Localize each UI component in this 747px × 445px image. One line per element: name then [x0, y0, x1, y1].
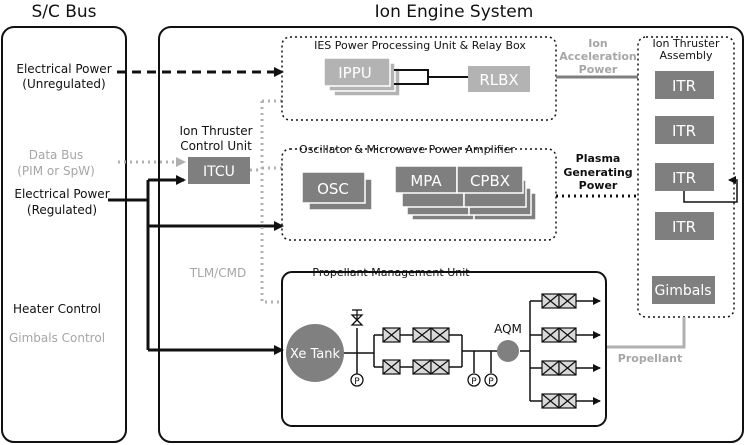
thruster-assembly-title-2: Assembly [659, 49, 713, 62]
xe-tank [286, 324, 344, 382]
mpa-label: MPA [410, 172, 442, 190]
power-unregulated-label-2: (Unregulated) [22, 77, 105, 91]
power-regulated-label: Electrical Power [14, 187, 109, 201]
pressure-sensor-1 [350, 373, 364, 387]
pmu-piping [344, 300, 542, 402]
propellant-line [606, 317, 686, 349]
itr-3-feedback-arrow [683, 176, 738, 203]
itcu-box-label: ITCU [203, 164, 235, 180]
sc-bus-container [1, 26, 127, 443]
pressure-sensor-3 [484, 373, 498, 387]
itr-3-label: ITR [672, 169, 696, 187]
power-unregulated-label: Electrical Power [16, 62, 111, 76]
osc-box [301, 171, 366, 204]
ion-accel-label-2: Acceleration [559, 50, 637, 63]
gimbals-control-label: Gimbals Control [9, 331, 105, 345]
oscillator-title: Oscillator & Microwave Power Amplifier [299, 143, 515, 156]
pmu-title: Propellant Management Unit [312, 266, 470, 279]
rlbx-label: RLBX [479, 71, 518, 89]
xe-tank-label: Xe Tank [290, 347, 340, 362]
itcu-label: Ion Thruster [179, 124, 252, 138]
heater-control-label: Heater Control [13, 302, 101, 316]
itr-1-box [655, 71, 714, 99]
ion-engine-container [158, 26, 744, 443]
itr-4-box [655, 212, 714, 240]
sc-bus-title: S/C Bus [31, 2, 96, 22]
cpbx-box [456, 165, 524, 194]
power-regulated-label-2: (Regulated) [27, 203, 97, 217]
propellant-label: Propellant [618, 352, 682, 365]
valve-blocks [382, 293, 577, 409]
pressure-sensor-2 [467, 373, 481, 387]
itr-2-box [655, 116, 714, 144]
plasma-label-3: Power [579, 179, 618, 192]
ies-ppu-title: IES Power Processing Unit & Relay Box [314, 39, 526, 52]
itr-4-label: ITR [672, 218, 696, 236]
pmu-box [281, 271, 607, 427]
pressure-sensor-2-label: P [471, 377, 477, 387]
itcu-box [188, 157, 250, 184]
ippu-box [323, 57, 391, 87]
ippu-label: IPPU [338, 64, 372, 82]
osc-label: OSC [317, 180, 349, 198]
mpa-box [394, 165, 458, 194]
itr-2-label: ITR [672, 122, 696, 140]
data-bus-label-2: (PIM or SpW) [17, 164, 95, 178]
itcu-label-2: Control Unit [180, 139, 252, 153]
rlbx-box [468, 66, 530, 92]
ippu-rlbx-link [394, 69, 468, 85]
oscillator-box [281, 148, 557, 241]
gimbals-label: Gimbals [654, 283, 711, 299]
tlm-cmd-line-up [260, 101, 282, 304]
ion-accel-label-3: Power [579, 63, 618, 76]
thruster-assembly-title-1: Ion Thruster [653, 37, 720, 50]
manual-valve-icon [350, 309, 364, 326]
ion-engine-system-title: Ion Engine System [375, 2, 534, 22]
data-bus-label: Data Bus [29, 148, 84, 162]
pressure-sensor-1-label: P [354, 377, 360, 387]
plasma-label-2: Generating [563, 166, 632, 179]
cpbx-label: CPBX [470, 172, 510, 190]
itr-3-box [655, 163, 714, 191]
plasma-label-1: Plasma [576, 152, 621, 165]
aqm-node [497, 340, 519, 362]
pressure-sensor-3-label: P [488, 377, 494, 387]
thruster-assembly-box [637, 36, 735, 318]
gimbals-box [652, 276, 715, 304]
ion-accel-label-1: Ion [588, 37, 607, 50]
aqm-label: AQM [494, 322, 522, 336]
itr-1-label: ITR [672, 77, 696, 95]
tlm-cmd-label: TLM/CMD [189, 266, 246, 280]
